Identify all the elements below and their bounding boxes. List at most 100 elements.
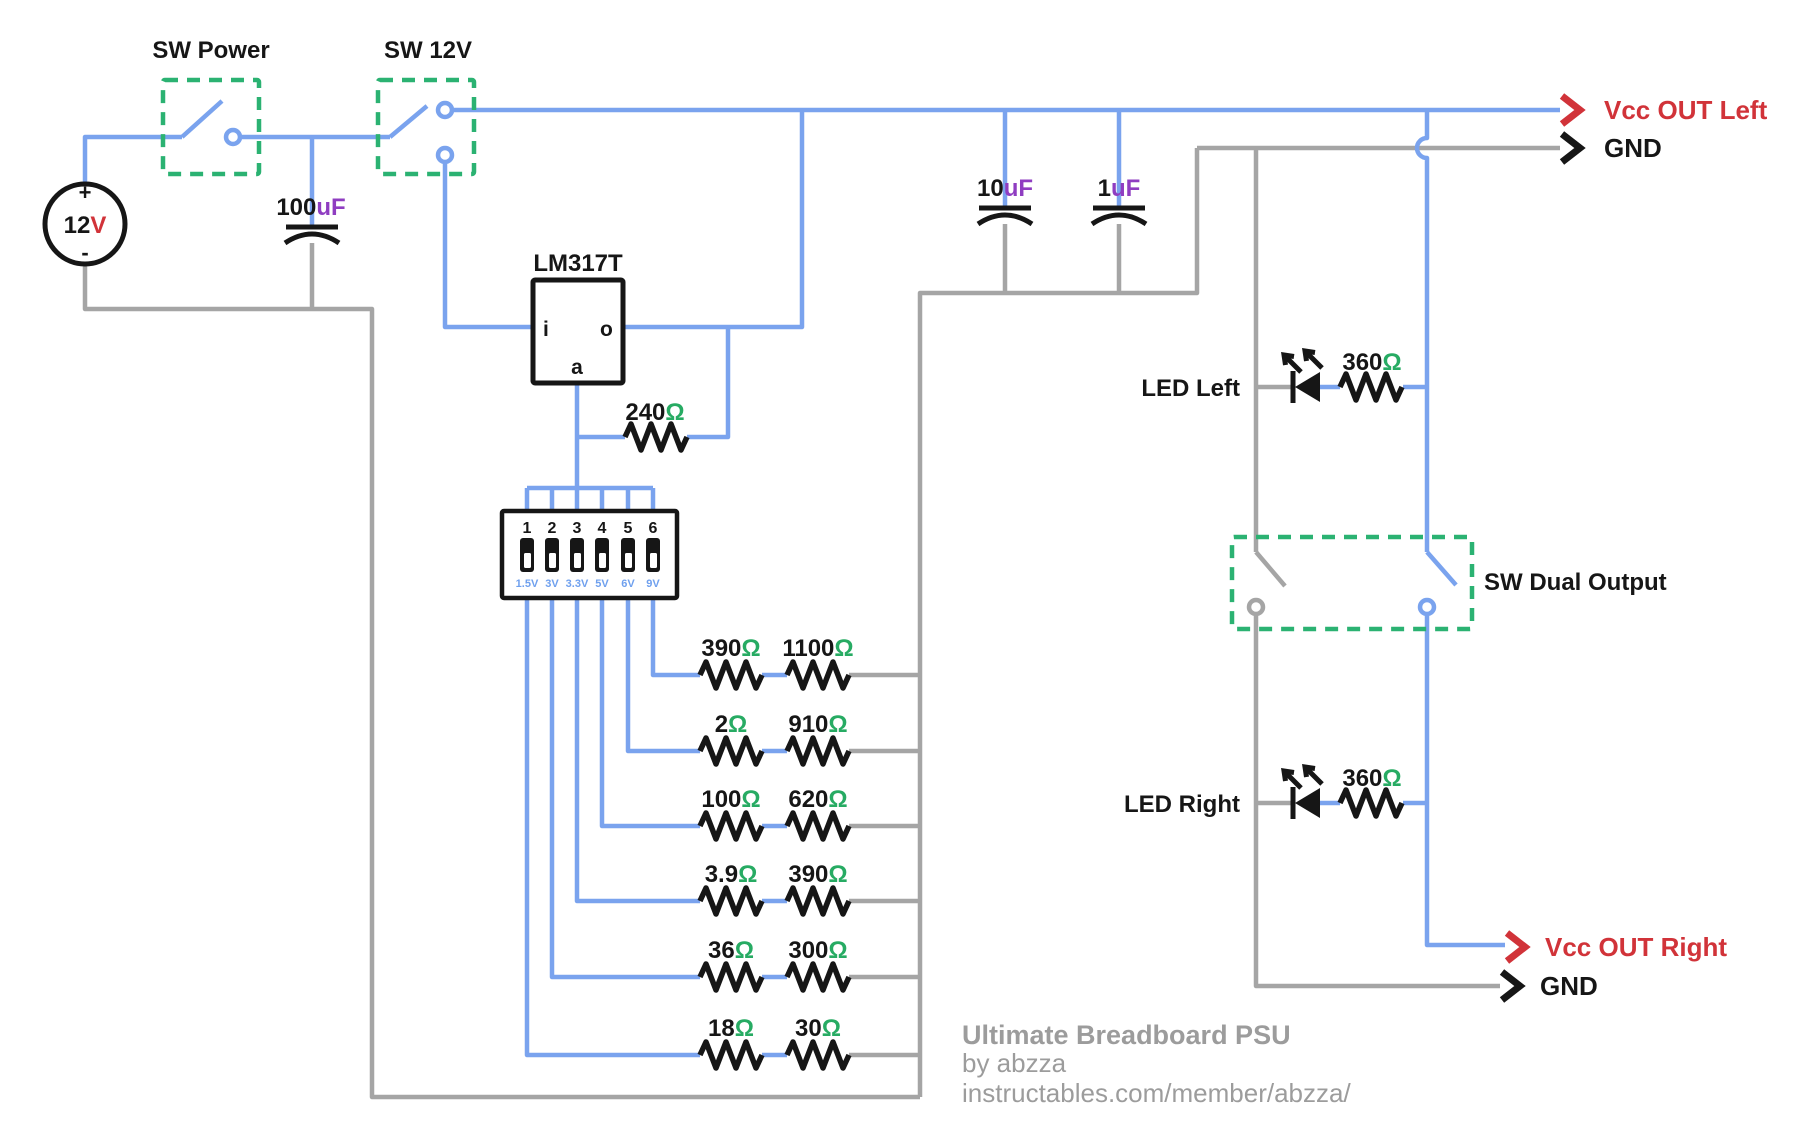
cap-10uf-value: 10 xyxy=(977,175,1004,202)
row5-r2-label: 300Ω xyxy=(788,937,847,964)
dip-pos-4: 4 xyxy=(598,520,607,537)
sw-power-box xyxy=(160,77,262,177)
row6-r1-symbol xyxy=(700,1042,762,1068)
cap-10uf-symbol xyxy=(978,208,1032,224)
cap-1uf: 1uF xyxy=(1092,175,1146,224)
wire-row-mid-segments xyxy=(762,672,787,1058)
dip-pos-2: 2 xyxy=(548,520,557,537)
gnd-top-arrow-icon xyxy=(1559,131,1586,165)
credits-url: instructables.com/member/abzza/ xyxy=(962,1078,1351,1108)
source-value-label: 12V xyxy=(64,212,107,239)
sw-12v-contact-bottom xyxy=(435,145,455,165)
vcc-left-arrow-icon xyxy=(1559,93,1586,127)
row6-r1-label: 18Ω xyxy=(708,1015,754,1042)
lm317-label: LM317T xyxy=(533,250,623,277)
led-right-resistor-symbol xyxy=(1340,790,1402,816)
dip-window-4 xyxy=(599,553,606,568)
sw-12v-lever xyxy=(388,104,429,139)
dip-voltage-5: 6V xyxy=(621,578,635,590)
resistor-240-ohm: Ω xyxy=(665,399,684,426)
led-left-symbol xyxy=(1284,351,1322,403)
resistor-240-symbol xyxy=(625,424,687,450)
dip-window-3 xyxy=(574,553,581,568)
row5-r1-label: 36Ω xyxy=(708,937,754,964)
dip-switch-body xyxy=(499,508,680,601)
source-unit: V xyxy=(90,212,106,239)
dip-pos-1: 1 xyxy=(523,520,532,537)
led-left-resistor-symbol xyxy=(1340,374,1402,400)
row4-r2-symbol xyxy=(787,888,849,914)
sw-12v-contact-top xyxy=(435,100,455,120)
lm317-pin-output: o xyxy=(600,318,613,341)
sw-dual-box xyxy=(1229,534,1475,632)
wire-dip-pin5-row2 xyxy=(625,598,700,754)
source-circle xyxy=(42,181,128,267)
led-left: LED Left 360Ω xyxy=(1141,349,1402,403)
row3-r2-symbol xyxy=(787,813,849,839)
sw-12v-box xyxy=(375,77,477,177)
row1-r2-symbol xyxy=(787,662,849,688)
cap-100uf: 100uF xyxy=(276,194,346,243)
cap-10uf-label: 10uF xyxy=(977,175,1033,202)
vcc-out-left-label: Vcc OUT Left xyxy=(1604,95,1768,125)
resistor-240: 240Ω xyxy=(625,399,687,450)
cap-1uf-unit: uF xyxy=(1111,175,1140,202)
sw-power-contact xyxy=(223,127,243,147)
led-left-resistor-label: 360Ω xyxy=(1342,349,1401,376)
led-left-label: LED Left xyxy=(1141,375,1240,402)
dip-voltage-2: 3V xyxy=(545,578,559,590)
wire-dip-pin4-row3 xyxy=(599,598,700,829)
sw-dual-contact-gnd xyxy=(1246,597,1266,617)
wire-vcc-drop-with-hop xyxy=(1414,110,1430,552)
row3-r2-label: 620Ω xyxy=(788,786,847,813)
source-minus-sign: - xyxy=(81,240,88,265)
source-value: 12 xyxy=(64,212,91,239)
row2-r1-symbol xyxy=(700,738,762,764)
sw-power-switch: SW Power xyxy=(152,37,270,177)
wire-dip-top-stubs xyxy=(524,488,656,511)
row1-r1-label: 390Ω xyxy=(701,635,760,662)
wire-dip-pin3-row4 xyxy=(574,598,700,904)
cap-10uf: 10uF xyxy=(977,175,1033,224)
gnd-bottom-arrow-icon xyxy=(1499,969,1526,1003)
wire-source-to-swpower xyxy=(82,134,182,184)
resistor-row-5: 36Ω 300Ω xyxy=(700,937,849,990)
wire-gnd-right-bus-lower xyxy=(1253,614,1500,989)
row2-r2-label: 910Ω xyxy=(788,711,847,738)
row2-r1-label: 2Ω xyxy=(715,711,748,738)
sw-dual-output-switch: SW Dual Output xyxy=(1229,534,1667,632)
lm317-pin-adjust: a xyxy=(571,356,583,379)
row1-r2-label: 1100Ω xyxy=(782,635,853,662)
wire-r240-to-out xyxy=(687,327,731,440)
vcc-out-right-label: Vcc OUT Right xyxy=(1545,932,1727,962)
dip-voltage-3: 3.3V xyxy=(566,578,589,590)
dip-pos-3: 3 xyxy=(573,520,582,537)
row4-r1-label: 3.9Ω xyxy=(705,861,758,888)
vcc-wiring xyxy=(82,107,1560,1058)
row5-r2-symbol xyxy=(787,964,849,990)
dip-voltage-1: 1.5V xyxy=(516,578,539,590)
resistor-row-2: 2Ω 910Ω xyxy=(700,711,849,764)
led-right-label: LED Right xyxy=(1124,791,1240,818)
dip-window-2 xyxy=(549,553,556,568)
resistor-row-1: 390Ω 1100Ω xyxy=(700,635,854,688)
row3-r1-label: 100Ω xyxy=(701,786,760,813)
resistor-row-3: 100Ω 620Ω xyxy=(700,786,849,839)
vcc-right-arrow-icon xyxy=(1504,930,1531,964)
wire-gnd-source-return xyxy=(82,264,920,1100)
cap-1uf-value: 1 xyxy=(1098,175,1111,202)
source-plus-sign: + xyxy=(79,180,92,205)
wire-lm317-out xyxy=(623,110,805,330)
row2-r2-symbol xyxy=(787,738,849,764)
led-right: LED Right 360Ω xyxy=(1124,765,1402,819)
credits-byline: by abzza xyxy=(962,1048,1067,1078)
gnd-top-label: GND xyxy=(1604,133,1662,163)
dip-window-1 xyxy=(524,553,531,568)
cap-10uf-unit: uF xyxy=(1004,175,1033,202)
row1-r1-symbol xyxy=(700,662,762,688)
sw-dual-label: SW Dual Output xyxy=(1484,569,1667,596)
sw-power-lever xyxy=(180,99,224,139)
resistor-240-label: 240Ω xyxy=(625,399,684,426)
